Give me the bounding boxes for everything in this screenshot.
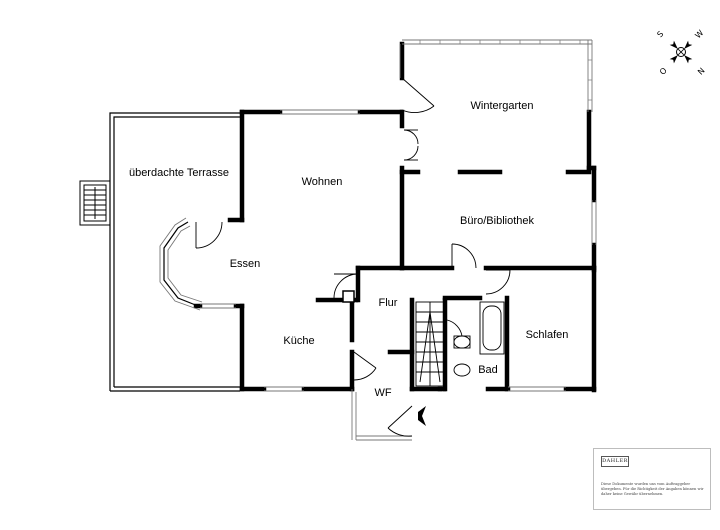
entrance-arrow-icon xyxy=(418,406,426,426)
room-label-flur: Flur xyxy=(379,297,398,309)
disclaimer-text: Diese Dokumente wurden uns vom Auftragge… xyxy=(601,482,704,496)
doors xyxy=(195,77,511,437)
room-label-schlafen: Schlafen xyxy=(526,329,569,341)
compass-east: O xyxy=(658,66,669,77)
compass-icon xyxy=(669,40,693,64)
wintergarten-mullions xyxy=(419,40,592,101)
brand-logo: DAHLER xyxy=(601,456,629,467)
terrace-stairs xyxy=(79,180,111,226)
room-label-bad: Bad xyxy=(478,364,498,376)
room-label-kueche: Küche xyxy=(283,335,314,347)
room-label-buero: Büro/Bibliothek xyxy=(460,215,534,227)
room-label-wf: WF xyxy=(374,387,391,399)
compass-south: S xyxy=(655,29,665,39)
compass-west: W xyxy=(693,28,705,40)
windows xyxy=(200,109,597,441)
room-label-wohnen: Wohnen xyxy=(302,176,343,188)
bathroom-fixtures xyxy=(453,301,505,377)
bay-window xyxy=(159,217,203,311)
room-label-terrasse: überdachte Terrasse xyxy=(129,167,229,179)
terrace-outline xyxy=(109,112,242,392)
compass-north: N xyxy=(696,66,707,77)
room-label-wintergarten: Wintergarten xyxy=(471,100,534,112)
disclaimer-box: DAHLER Diese Dokumente wurden uns vom Au… xyxy=(593,448,711,510)
column xyxy=(342,290,355,303)
staircase xyxy=(415,301,445,387)
room-label-essen: Essen xyxy=(230,258,261,270)
